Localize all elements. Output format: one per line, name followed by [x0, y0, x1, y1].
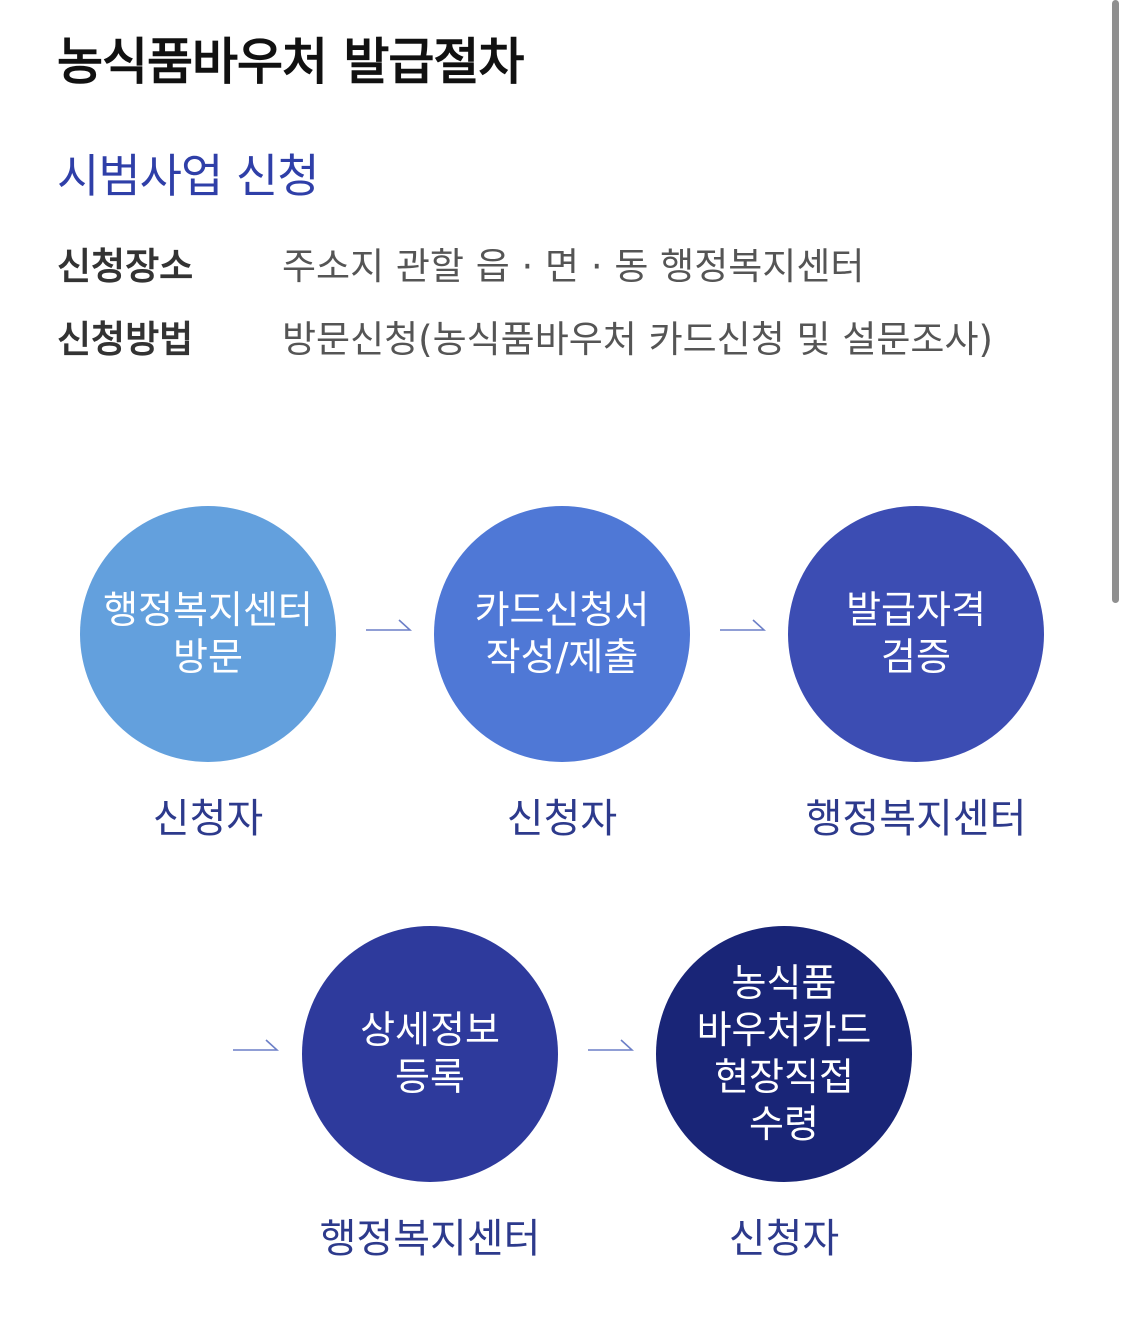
step-text-line: 등록 [395, 1055, 465, 1099]
step-text-line: 작성/제출 [485, 635, 639, 679]
step-text-line: 상세정보 [360, 1008, 500, 1052]
step-text-line: 카드신청서 [474, 588, 650, 632]
step-circle: 발급자격 검증 [788, 506, 1044, 762]
step-text-line: 방문 [173, 635, 243, 679]
step-text-line: 발급자격 [846, 588, 986, 632]
step-actor: 신청자 [728, 1216, 840, 1262]
scrollbar[interactable] [1112, 0, 1119, 603]
step-circle: 행정복지센터 방문 [80, 506, 336, 762]
step-text-line: 바우처카드 [696, 1008, 872, 1052]
arrow-right-icon [233, 1039, 279, 1051]
step-text-line: 현장직접 [714, 1055, 854, 1099]
step-text-line: 수령 [749, 1102, 819, 1146]
step-2-application-form: 카드신청서 작성/제출 [434, 506, 690, 762]
step-actor: 신청자 [152, 796, 264, 842]
arrow-right-icon [588, 1039, 634, 1051]
arrow-right-icon [366, 619, 412, 631]
step-circle: 농식품 바우처카드 현장직접 수령 [656, 926, 912, 1182]
info-value: 주소지 관할 읍 · 면 · 동 행정복지센터 [282, 245, 865, 288]
step-4-register-details: 상세정보 등록 [302, 926, 558, 1182]
step-5-card-pickup: 농식품 바우처카드 현장직접 수령 [656, 926, 912, 1182]
info-label: 신청장소 [57, 245, 194, 288]
section-title: 시범사업 신청 [57, 149, 320, 203]
page-title: 농식품바우처 발급절차 [57, 33, 524, 91]
step-text-line: 농식품 [731, 961, 837, 1005]
info-label: 신청방법 [57, 318, 194, 361]
step-text-line: 검증 [881, 635, 951, 679]
step-actor: 신청자 [506, 796, 618, 842]
step-actor: 행정복지센터 [319, 1216, 541, 1262]
step-text-line: 행정복지센터 [103, 588, 313, 632]
info-value: 방문신청(농식품바우처 카드신청 및 설문조사) [282, 318, 993, 361]
step-1-visit: 행정복지센터 방문 [80, 506, 336, 762]
step-circle: 카드신청서 작성/제출 [434, 506, 690, 762]
step-actor: 행정복지센터 [805, 796, 1027, 842]
step-circle: 상세정보 등록 [302, 926, 558, 1182]
step-3-eligibility-check: 발급자격 검증 [788, 506, 1044, 762]
arrow-right-icon [720, 619, 766, 631]
